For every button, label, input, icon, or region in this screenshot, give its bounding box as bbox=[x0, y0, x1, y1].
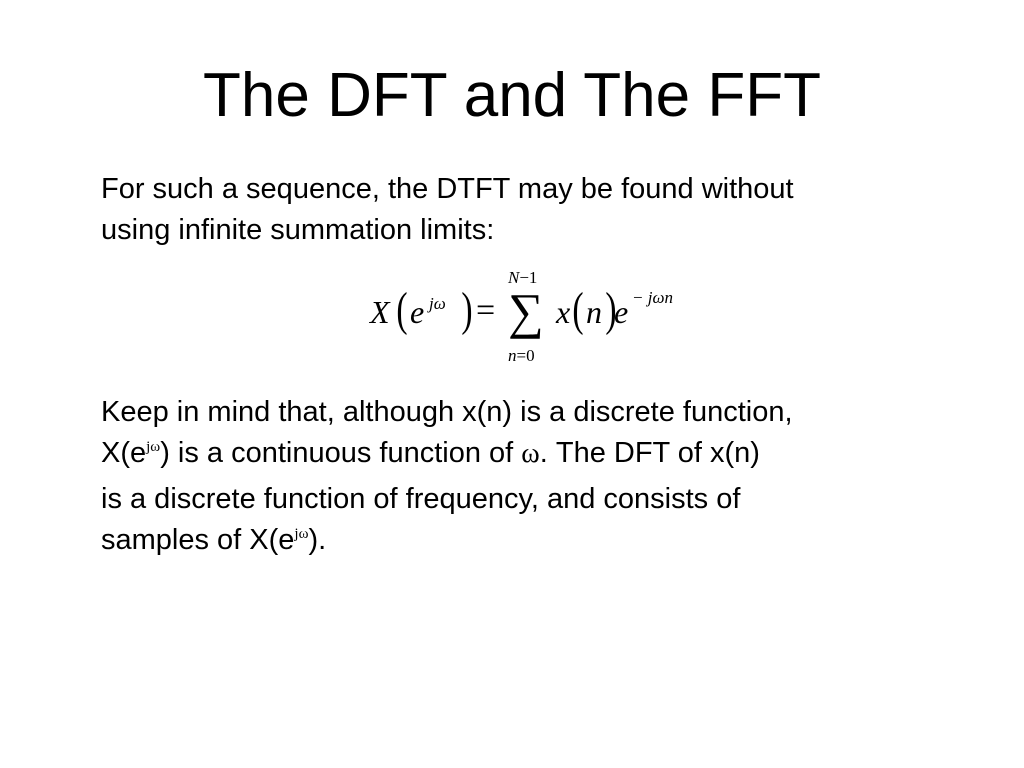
eq-term-right-paren: ) bbox=[605, 283, 617, 336]
omega-symbol: ω bbox=[521, 438, 540, 469]
slide-title: The DFT and The FFT bbox=[203, 61, 821, 130]
eq-term-function: x bbox=[556, 294, 571, 330]
eq-term-base: e bbox=[614, 294, 629, 330]
eq-sum-lower-limit: n=0 bbox=[508, 346, 535, 365]
eq-term-left-paren: ( bbox=[572, 283, 584, 336]
explanation-line-2: X(ejω) is a continuous function of ω. Th… bbox=[101, 437, 760, 469]
intro-line-1: For such a sequence, the DTFT may be fou… bbox=[101, 173, 794, 205]
superscript-j-omega: jω bbox=[294, 526, 309, 542]
eq-term-exponent: − jωn bbox=[632, 288, 673, 307]
eq-summation-symbol: ∑ bbox=[508, 283, 544, 339]
intro-line-2: using infinite summation limits: bbox=[101, 214, 495, 246]
superscript-j-omega: jω bbox=[146, 439, 161, 455]
explanation-paragraph: Keep in mind that, although x(n) is a di… bbox=[101, 392, 941, 566]
eq-sum-upper-limit: N−1 bbox=[508, 268, 538, 287]
eq-left-paren: ( bbox=[396, 283, 408, 336]
explanation-line-1: Keep in mind that, although x(n) is a di… bbox=[101, 396, 793, 428]
eq-term-argument: n bbox=[586, 294, 602, 330]
dtft-equation: X ( e jω ) = N−1 ∑ n=0 x ( n ) e − jωn bbox=[370, 268, 690, 368]
eq-equals-sign: = bbox=[476, 292, 496, 329]
explanation-line-3: is a discrete function of frequency, and… bbox=[101, 483, 741, 515]
eq-lhs-function: X bbox=[370, 294, 390, 330]
intro-paragraph: For such a sequence, the DTFT may be fou… bbox=[101, 169, 941, 251]
eq-right-paren: ) bbox=[461, 283, 473, 336]
explanation-line-4: samples of X(ejω). bbox=[101, 524, 327, 556]
eq-lhs-base: e bbox=[410, 294, 425, 330]
eq-lhs-exponent: jω bbox=[429, 294, 446, 313]
